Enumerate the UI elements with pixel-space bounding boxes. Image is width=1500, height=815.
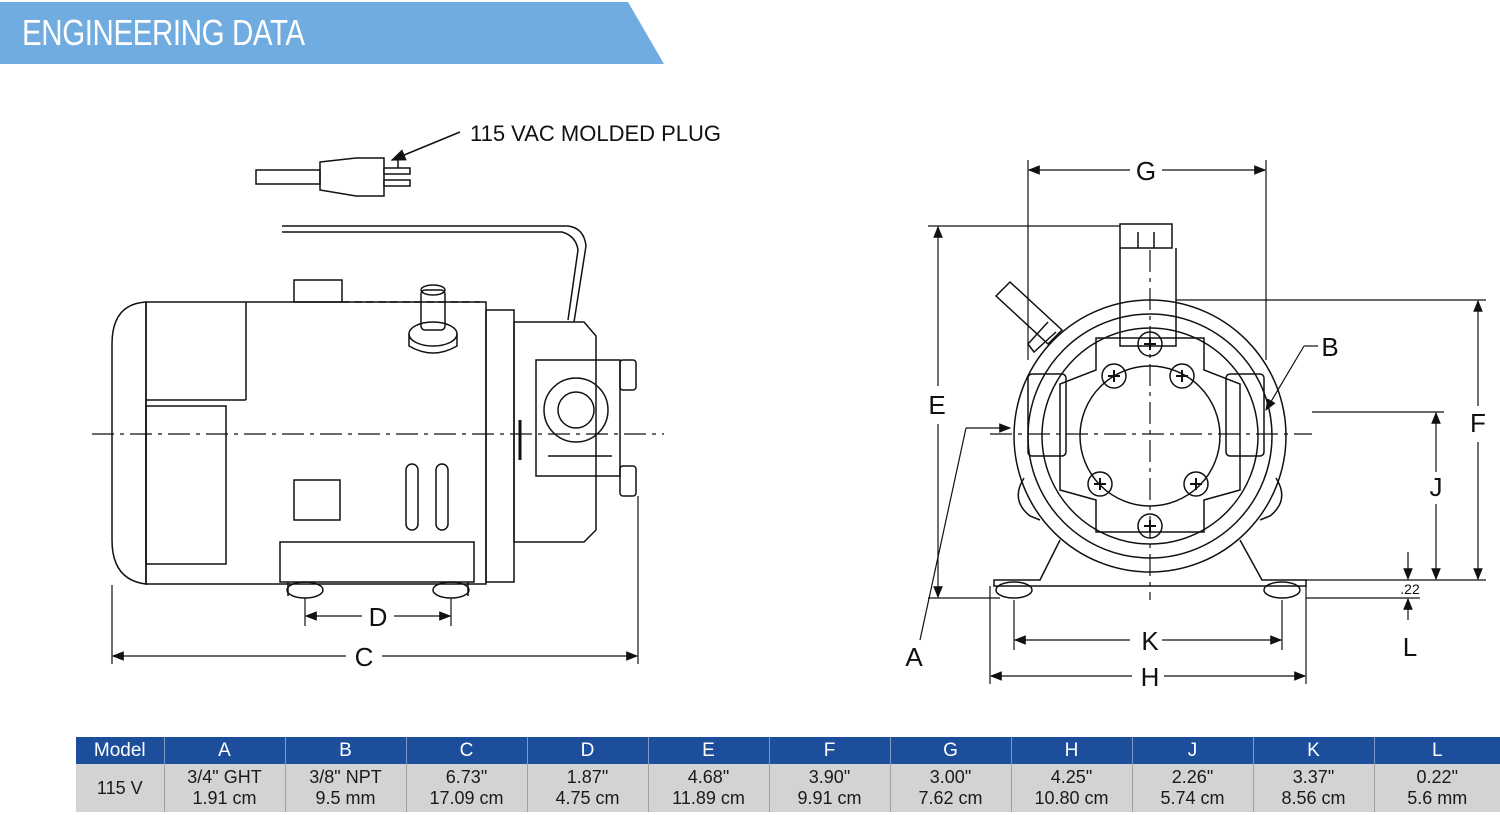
page-title: ENGINEERING DATA: [22, 12, 305, 53]
column-header: B: [284, 737, 406, 764]
column-header: A: [163, 737, 285, 764]
table-cell-c: 6.73"17.09 cm: [405, 764, 527, 812]
model-cell: 115 V: [76, 764, 164, 812]
dim-label-c: C: [355, 642, 374, 672]
column-header: H: [1010, 737, 1132, 764]
table-cell-l: 0.22"5.6 mm: [1373, 764, 1500, 812]
engineering-data-table: Model A B C D E F G H J K L 115 V 3/4" G…: [76, 737, 1500, 812]
column-header: L: [1373, 737, 1500, 764]
molded-plug: [255, 157, 411, 197]
dim-label-h: H: [1141, 662, 1160, 692]
table-cell-h: 4.25"10.80 cm: [1010, 764, 1132, 812]
dim-label-f: F: [1470, 408, 1486, 438]
column-header: G: [889, 737, 1011, 764]
table-cell-g: 3.00"7.62 cm: [889, 764, 1011, 812]
column-header: K: [1252, 737, 1374, 764]
table-header-row: Model A B C D E F G H J K L: [76, 737, 1500, 764]
dim-label-e: E: [928, 390, 945, 420]
dim-label-g: G: [1136, 156, 1156, 186]
column-header: D: [526, 737, 648, 764]
column-header: C: [405, 737, 527, 764]
header-banner: ENGINEERING DATA: [0, 0, 1500, 70]
banner-shape: [0, 2, 664, 64]
side-view: [111, 131, 637, 599]
column-header: J: [1131, 737, 1253, 764]
engineering-drawing: 115 VAC MOLDED PLUG D C G E B F J A K H …: [92, 121, 1486, 692]
front-dimensions: [919, 160, 1486, 684]
table-cell-e: 4.68"11.89 cm: [647, 764, 769, 812]
screw-crosses: [1094, 338, 1202, 532]
table-cell-d: 1.87"4.75 cm: [526, 764, 648, 812]
table-cell-j: 2.26"5.74 cm: [1131, 764, 1253, 812]
dim-value-022: .22: [1400, 581, 1420, 597]
front-centerlines: [990, 250, 1312, 600]
plug-label: 115 VAC MOLDED PLUG: [470, 121, 721, 146]
dim-label-d: D: [369, 602, 388, 632]
table-cell-k: 3.37"8.56 cm: [1252, 764, 1374, 812]
dim-label-k: K: [1141, 626, 1159, 656]
table-cell-f: 3.90"9.91 cm: [768, 764, 890, 812]
column-header: E: [647, 737, 769, 764]
side-dimensions: [111, 496, 639, 664]
dim-label-a: A: [905, 642, 923, 672]
column-header: F: [768, 737, 890, 764]
dim-label-b: B: [1321, 332, 1338, 362]
dim-label-j: J: [1430, 472, 1443, 502]
column-header: Model: [76, 737, 164, 764]
dim-label-l: L: [1403, 632, 1417, 662]
